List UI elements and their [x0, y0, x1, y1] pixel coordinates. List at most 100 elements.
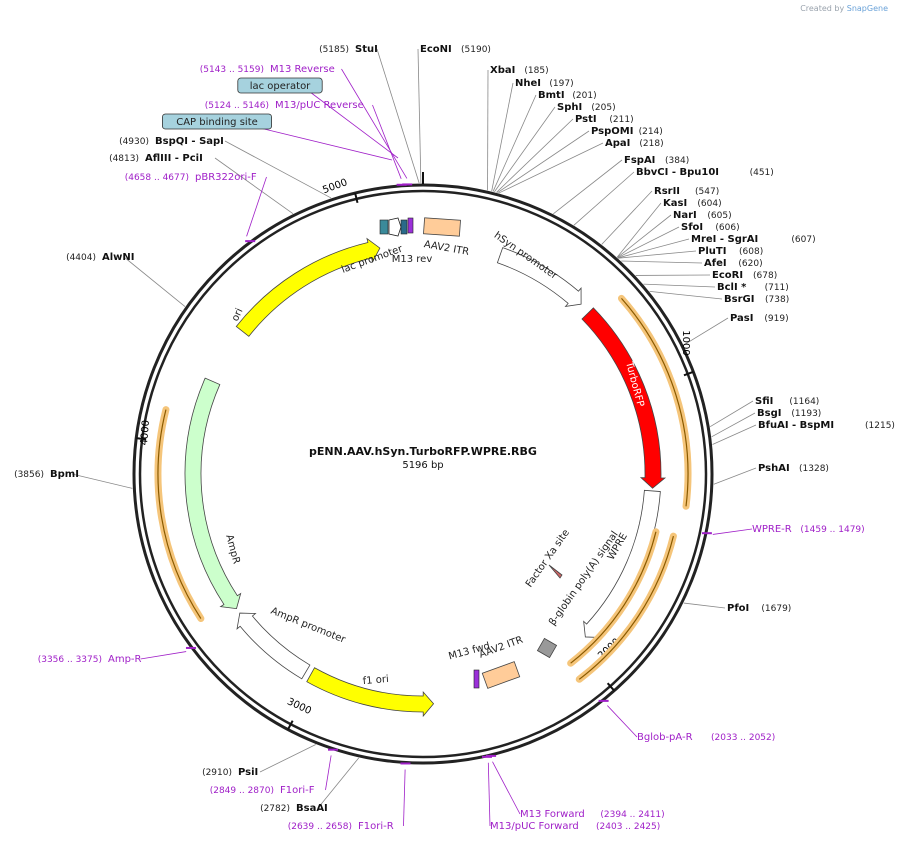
primer-name: M13 Reverse	[270, 64, 335, 75]
enzyme-position: (197)	[549, 79, 573, 89]
enzyme-leader	[498, 142, 604, 194]
enzyme-leader	[492, 94, 537, 192]
primer-name: F1ori-F	[280, 785, 315, 796]
primer-range: (5124 .. 5146)	[205, 101, 269, 111]
primer-m13-puc-reverse: (5124 .. 5146)M13/pUC Reverse	[205, 100, 364, 111]
enzyme-leader	[601, 190, 653, 245]
primer-leader	[246, 176, 267, 237]
primer-name: pBR322ori-F	[195, 172, 257, 183]
enzyme-position: (711)	[765, 283, 789, 293]
primer-leader	[492, 761, 521, 815]
enzyme-leader	[713, 467, 757, 485]
primer-amp-r: (3356 .. 3375)Amp-R	[38, 654, 142, 665]
ampr-promoter-arc	[236, 612, 311, 680]
enzyme-position: (607)	[791, 235, 815, 245]
enzyme-name: BbvCI - Bpu10I	[636, 167, 719, 178]
enzyme-name: BsrGI	[724, 294, 754, 305]
feature-m13-rev: M13 rev	[392, 254, 433, 265]
enzyme-name: SphI	[557, 102, 582, 113]
scale-tick	[606, 682, 615, 692]
enzyme-position: (451)	[750, 168, 774, 178]
aav2-itr-left	[423, 217, 461, 237]
enzyme-leader	[553, 159, 623, 215]
enzyme-leader	[496, 118, 574, 193]
enzyme-leader	[712, 424, 757, 445]
enzyme-name: PasI	[730, 313, 753, 324]
enzyme-leader	[317, 757, 360, 809]
feature-f1-ori: f1 ori	[362, 674, 389, 687]
label-box-text: CAP binding site	[176, 117, 258, 128]
enzyme-bfuai: BfuAI - BspMI(1215)	[758, 420, 895, 431]
enzyme-name: NheI	[515, 78, 541, 89]
enzyme-bsgi: BsgI(1193)	[757, 408, 821, 419]
primer-leader	[140, 651, 187, 660]
enzyme-position: (1193)	[791, 409, 821, 419]
enzyme-leader	[617, 226, 680, 259]
enzyme-position: (201)	[572, 91, 596, 101]
backbone-outer	[132, 183, 714, 765]
enzyme-leader	[491, 82, 514, 192]
enzyme-position: (4404)	[66, 253, 96, 263]
scale-tick	[354, 192, 359, 204]
ori-arc	[235, 237, 381, 337]
enzyme-name: BpmI	[50, 469, 79, 480]
enzyme-name: PfoI	[727, 603, 749, 614]
enzyme-econi: EcoNI (5190)	[420, 44, 491, 55]
ampr-arc	[184, 377, 242, 610]
enzyme-bmti: BmtI(201)	[538, 90, 597, 101]
scale-tick	[683, 370, 694, 377]
primer-leader	[712, 528, 753, 535]
enzyme-sphi: SphI(205)	[557, 102, 616, 113]
turborfp-arc	[581, 307, 667, 489]
enzyme-sfii: SfiI(1164)	[755, 396, 819, 407]
enzyme-bsrgi: BsrGI (738)	[724, 294, 789, 305]
scale-tick-label: 4000	[139, 420, 152, 446]
m13-fwd-mark	[473, 669, 480, 689]
enzyme-position: (4930)	[119, 137, 149, 147]
snapgene-credit: Created by SnapGene	[800, 4, 888, 13]
enzyme-nhei: NheI (197)	[515, 78, 574, 89]
enzyme-name: NarI	[673, 210, 697, 221]
enzyme-position: (5190)	[461, 45, 491, 55]
enzyme-leader	[417, 48, 422, 184]
f1ori-arc	[306, 667, 435, 718]
enzyme-leader	[617, 238, 690, 259]
enzyme-afei: AfeI(620)	[704, 258, 763, 269]
primer-range: (2403 .. 2425)	[596, 822, 660, 832]
lac-operator-box: lac operator	[237, 77, 323, 94]
enzyme-name: AlwNI	[102, 252, 135, 263]
enzyme-position: (214)	[639, 127, 663, 137]
enzyme-position: (5185)	[319, 45, 349, 55]
enzyme-rsrii: RsrII(547)	[654, 186, 719, 197]
feature-factor-xa-site: Factor Xa site	[524, 528, 572, 590]
enzyme-leader	[683, 317, 729, 346]
enzyme-position: (384)	[665, 156, 689, 166]
enzyme-name: PluTI	[698, 246, 726, 257]
bglobin-polya-mark	[536, 637, 558, 659]
primer-range: (4658 .. 4677)	[125, 173, 189, 183]
enzyme-name: EcoNI	[420, 44, 452, 55]
enzyme-position: (1215)	[865, 421, 895, 431]
primer-m13-puc-forward: M13/pUC Forward(2403 .. 2425)	[490, 821, 660, 832]
plasmid-length: 5196 bp	[402, 460, 443, 471]
enzyme-name: BclI *	[717, 282, 747, 293]
cap-leader	[259, 127, 393, 161]
enzyme-pshai: PshAI(1328)	[758, 463, 829, 474]
enzyme-position: (919)	[764, 314, 788, 324]
enzyme-leader	[494, 106, 556, 193]
label-box	[237, 77, 323, 94]
enzyme-position: (211)	[609, 115, 633, 125]
primer-name: M13 Forward	[520, 809, 585, 820]
primer-leader	[487, 762, 491, 827]
turborfp-band-core	[621, 298, 689, 507]
enzyme-psii: (2910)PsiI	[202, 767, 258, 778]
enzyme-position: (738)	[765, 295, 789, 305]
primer-bglob-pa-r: Bglob-pA-R(2033 .. 2052)	[637, 732, 775, 743]
factor-xa-mark	[548, 564, 563, 579]
enzyme-name: XbaI	[490, 65, 515, 76]
enzyme-stui: (5185)StuI	[319, 44, 378, 55]
primer-m13-reverse: (5143 .. 5159)M13 Reverse	[200, 64, 335, 75]
enzyme-name: SfiI	[755, 396, 773, 407]
primer-name: Amp-R	[108, 654, 142, 665]
primer-name: F1ori-R	[358, 821, 394, 832]
